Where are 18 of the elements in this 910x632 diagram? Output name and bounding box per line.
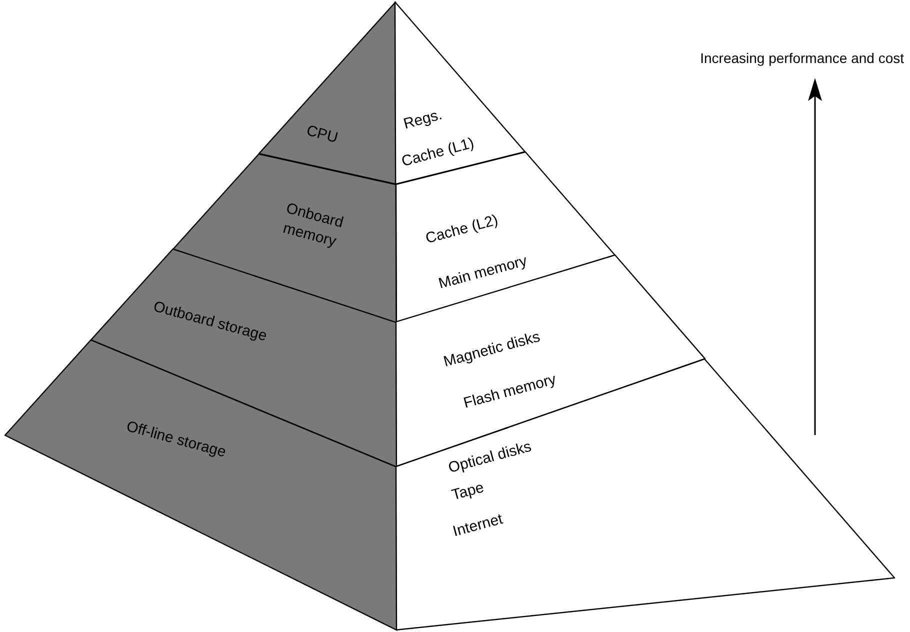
pyramid-shaded-band xyxy=(5,340,397,630)
pyramid-shaded-band xyxy=(90,248,396,467)
band-label: Onboard memory xyxy=(280,198,346,252)
band-label: Main memory xyxy=(436,251,530,294)
band-label: Regs. xyxy=(401,105,445,135)
band-label: CPU xyxy=(304,121,340,149)
band-label: Flash memory xyxy=(461,370,558,414)
band-label: Off-line storage xyxy=(124,416,228,463)
band-label: Optical disks xyxy=(446,437,534,479)
band-label: Internet xyxy=(450,510,506,542)
band-label: Magnetic disks xyxy=(441,327,543,372)
band-label: Outboard storage xyxy=(150,297,269,347)
pyramid-shaded-band xyxy=(258,2,396,184)
band-label: Tape xyxy=(450,478,486,506)
band-label: Cache (L1) xyxy=(400,134,476,172)
axis-note: Increasing performance and cost xyxy=(700,50,904,66)
pyramid-band xyxy=(395,2,525,184)
band-label: Cache (L2) xyxy=(424,210,500,250)
